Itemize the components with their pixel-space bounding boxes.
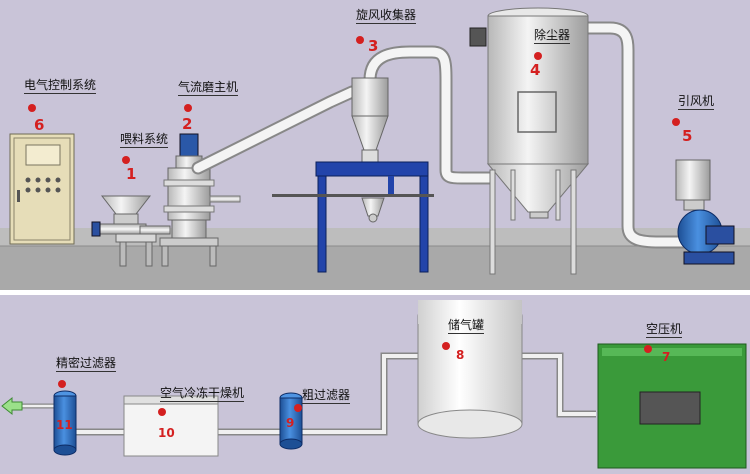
number-dryer: 10 (158, 426, 175, 440)
number-air-tank: 8 (456, 348, 465, 362)
label-jet-mill: 气流磨主机 (178, 80, 239, 96)
marker-dot-induced-fan (672, 118, 680, 126)
number-induced-fan: 5 (682, 127, 693, 145)
number-coarse-filter: 9 (286, 416, 295, 430)
dust-collector (469, 7, 686, 275)
number-electric-control: 6 (34, 116, 45, 134)
label-feeding: 喂料系统 (120, 132, 169, 148)
label-dryer: 空气冷冻干燥机 (160, 386, 245, 402)
jet-mill-main-unit (159, 133, 241, 267)
cyclone-collector (272, 45, 494, 273)
electric-control-cabinet (9, 133, 75, 245)
number-compressor: 7 (662, 350, 671, 364)
marker-dot-precision-filter (58, 380, 66, 388)
marker-dot-feeding (122, 156, 130, 164)
refrigerated-air-dryer (123, 395, 219, 457)
section-divider (0, 290, 750, 295)
number-jet-mill: 2 (182, 115, 193, 133)
marker-dot-dryer (158, 408, 166, 416)
marker-dot-cyclone (356, 36, 364, 44)
label-cyclone: 旋风收集器 (356, 8, 417, 24)
air-storage-tank (417, 300, 523, 439)
label-compressor: 空压机 (646, 322, 683, 338)
number-precision-filter: 11 (56, 418, 73, 432)
marker-dot-dust-collector (534, 52, 542, 60)
number-feeding: 1 (126, 165, 137, 183)
air-outlet-arrow-icon (1, 396, 23, 416)
marker-dot-air-tank (442, 342, 450, 350)
label-coarse-filter: 粗过滤器 (302, 388, 351, 404)
number-cyclone: 3 (368, 37, 379, 55)
label-air-tank: 储气罐 (448, 318, 485, 334)
marker-dot-compressor (644, 345, 652, 353)
marker-dot-coarse-filter (294, 404, 302, 412)
label-precision-filter: 精密过滤器 (56, 356, 117, 372)
label-dust-collector: 除尘器 (534, 28, 571, 44)
induced-draft-fan (675, 159, 735, 265)
label-induced-fan: 引风机 (678, 94, 715, 110)
feeding-system (91, 195, 171, 267)
air-compressor (597, 343, 747, 469)
number-dust-collector: 4 (530, 61, 541, 79)
pipe-cyclone-to-dust-collector (365, 47, 494, 183)
pipe-mill-to-cyclone (193, 87, 357, 173)
pipe-dust-collector-to-fan (580, 23, 686, 247)
floor-front (0, 246, 750, 292)
marker-dot-electric-control (28, 104, 36, 112)
marker-dot-jet-mill (184, 104, 192, 112)
precision-filter (53, 390, 77, 456)
label-electric-control: 电气控制系统 (24, 78, 97, 94)
compressed-air-line (20, 352, 596, 436)
